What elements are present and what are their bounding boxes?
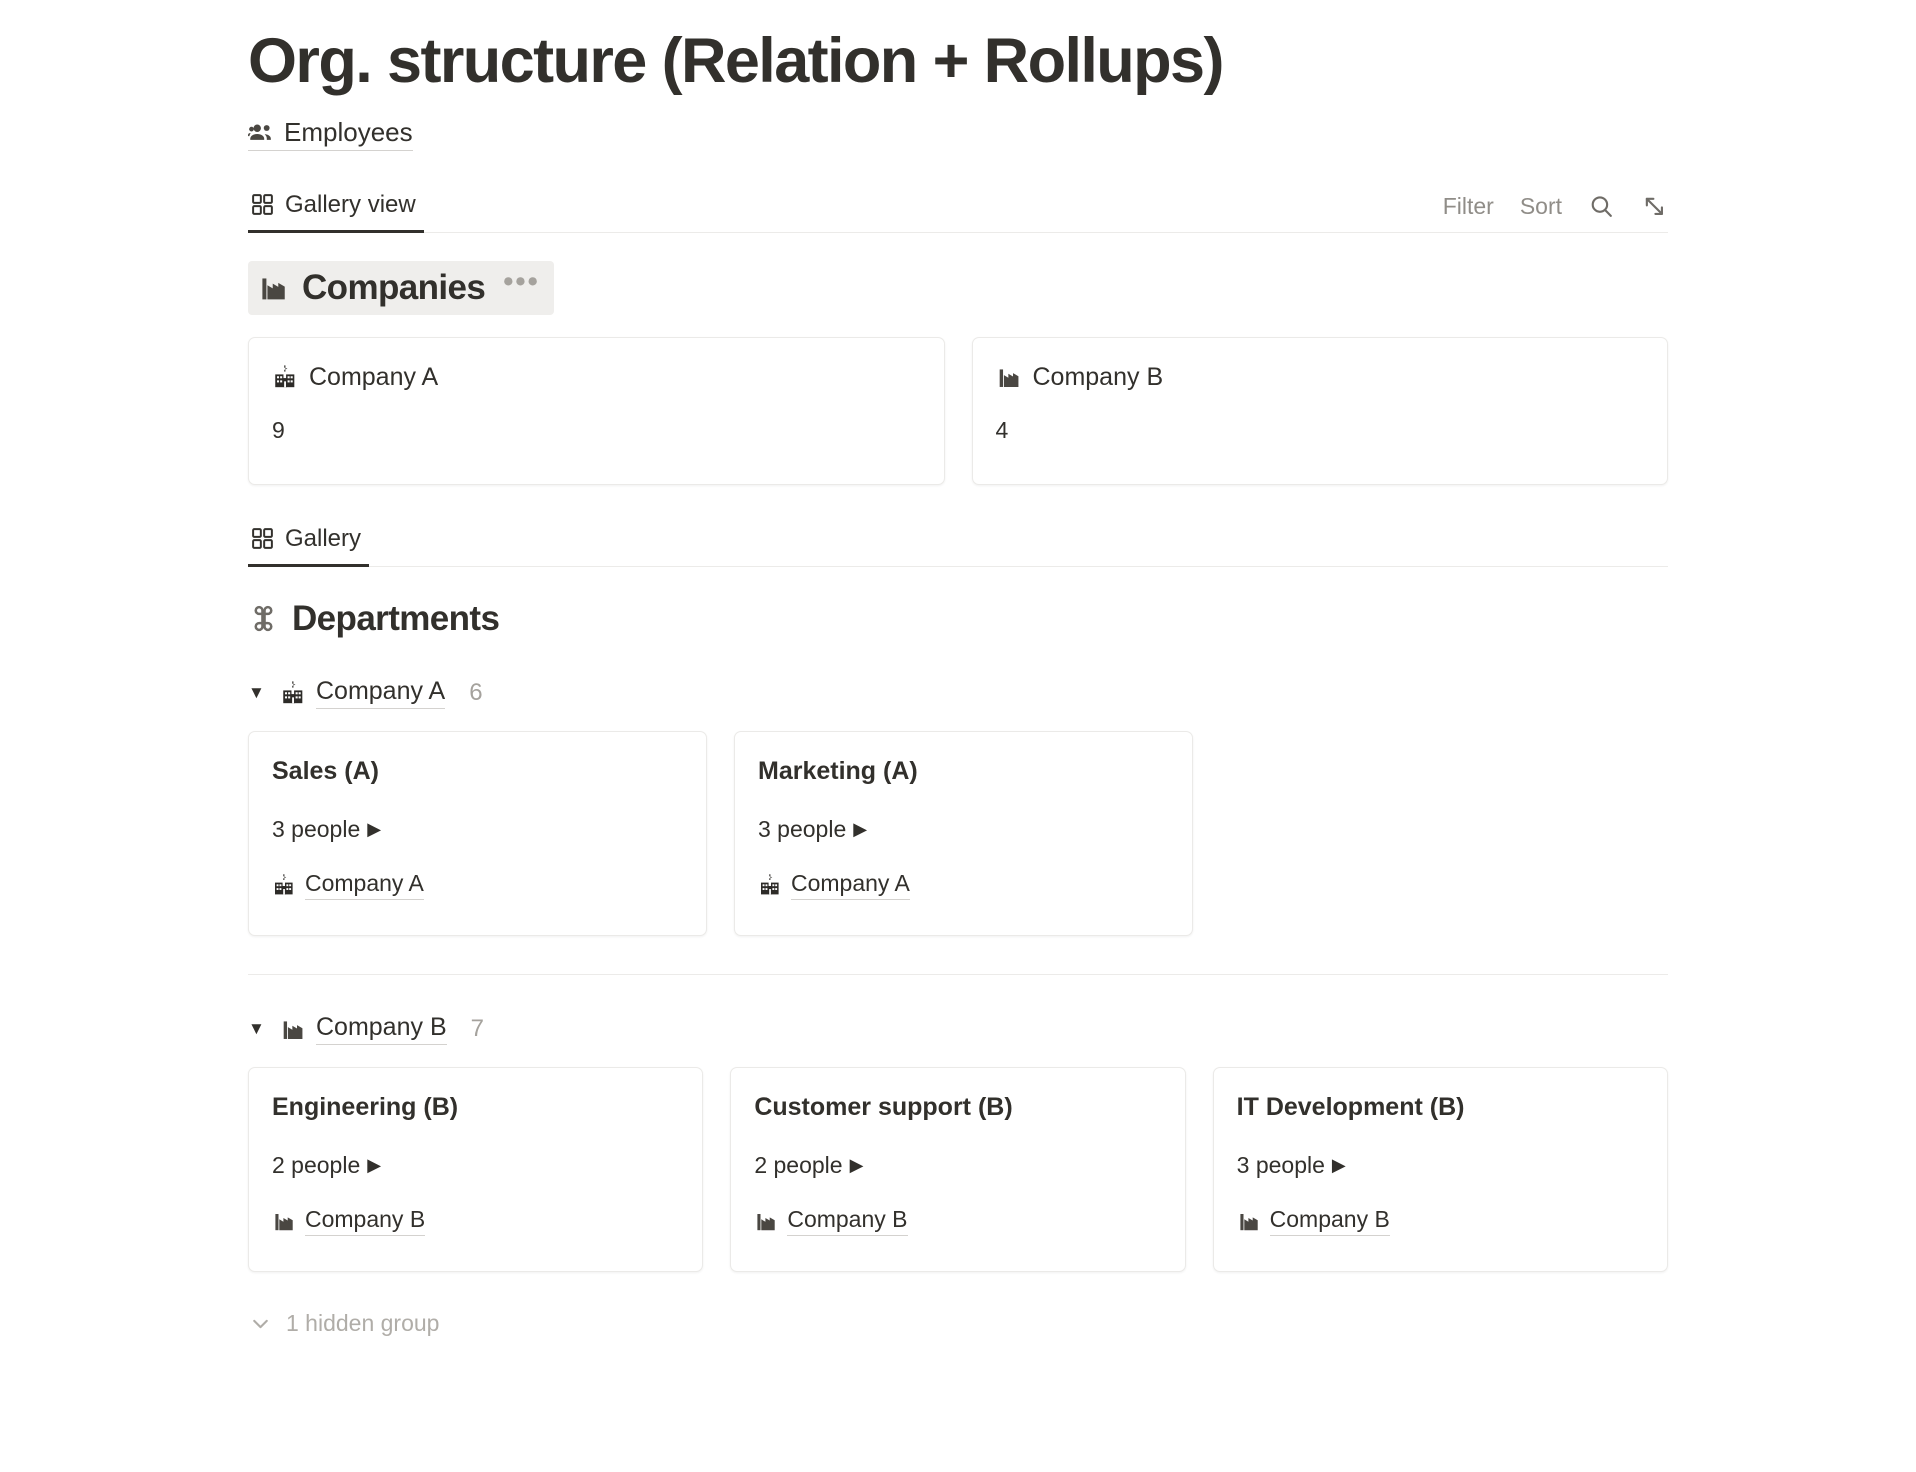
department-relation-chip[interactable]: Company A [758, 870, 910, 900]
tab-gallery-view[interactable]: Gallery view [248, 190, 424, 234]
department-card[interactable]: IT Development (B) 3 people ▶ Company B [1212, 1066, 1668, 1272]
hidden-group-toggle[interactable]: 1 hidden group [248, 1310, 1668, 1337]
gallery-grid-icon [250, 192, 275, 217]
department-card-people: 3 people ▶ [272, 816, 681, 843]
department-card-people: 3 people ▶ [758, 816, 1167, 843]
factory-icon [280, 1016, 306, 1042]
departments-card-grid-company-a: Sales (A) 3 people ▶ [248, 730, 1668, 936]
view-tab-list: Gallery view [248, 190, 424, 234]
department-card-title: Customer support (B) [754, 1092, 1013, 1121]
department-relation-chip[interactable]: Company B [1237, 1206, 1390, 1236]
filter-button[interactable]: Filter [1442, 192, 1494, 219]
gallery-tab-list: Gallery [248, 524, 370, 568]
relation-label: Company B [305, 1206, 426, 1236]
group-name-company-a[interactable]: Company A [280, 677, 446, 709]
relation-label: Company A [305, 870, 424, 900]
department-card-title: Marketing (A) [758, 756, 918, 785]
group-label: Company A [316, 677, 446, 709]
department-card-title: Sales (A) [272, 756, 379, 785]
gallery-grid-icon [250, 526, 275, 551]
departments-card-grid-company-b: Engineering (B) 2 people ▶ Company B Cus… [248, 1066, 1668, 1272]
companies-collection-header[interactable]: Companies ••• [248, 260, 554, 315]
company-card[interactable]: Company B 4 [971, 336, 1668, 485]
sort-button[interactable]: Sort [1519, 192, 1562, 219]
relation-label: Company A [791, 870, 910, 900]
tab-gallery-label: Gallery [285, 524, 362, 552]
department-card-people: 2 people ▶ [754, 1152, 1159, 1179]
school-building-icon [272, 873, 296, 897]
command-icon [248, 603, 279, 634]
department-relation-chip[interactable]: Company B [754, 1206, 908, 1236]
departments-section-title: Departments [292, 598, 500, 638]
company-card-title: Company B [1032, 362, 1164, 391]
company-card-title-row: Company A [272, 363, 919, 392]
group-header-company-b[interactable]: ▼ Company B 7 [248, 1013, 1668, 1045]
group-divider [248, 973, 1668, 975]
school-building-icon [758, 873, 782, 897]
factory-icon [272, 1209, 296, 1233]
play-triangle-icon: ▶ [849, 1155, 864, 1176]
department-card[interactable]: Marketing (A) 3 people ▶ [734, 730, 1193, 936]
employees-database-mention[interactable]: Employees [248, 119, 413, 151]
group-count: 7 [470, 1014, 484, 1042]
play-triangle-icon: ▶ [1331, 1155, 1346, 1176]
group-header-company-a[interactable]: ▼ Company A [248, 677, 1668, 709]
department-people-count: 2 people [272, 1151, 361, 1178]
school-building-icon [272, 364, 298, 390]
expand-diagonal-icon[interactable] [1641, 193, 1668, 220]
company-card[interactable]: Company A 9 [248, 336, 945, 485]
relation-label: Company B [1269, 1206, 1390, 1236]
factory-icon [754, 1209, 778, 1233]
group-label: Company B [316, 1013, 447, 1045]
play-triangle-icon: ▶ [853, 819, 868, 840]
department-card[interactable]: Engineering (B) 2 people ▶ Company B [248, 1066, 704, 1272]
company-card-title-row: Company B [996, 363, 1643, 392]
companies-more-options-icon[interactable]: ••• [503, 265, 540, 298]
companies-card-grid: Company A 9 Company B 4 [248, 336, 1668, 485]
chevron-down-icon [248, 1311, 273, 1336]
companies-collection-title: Companies [302, 267, 486, 307]
factory-icon [1237, 1209, 1261, 1233]
company-card-value: 9 [272, 416, 285, 443]
department-card-title: Engineering (B) [272, 1092, 459, 1121]
gallery-view-toolbar: Gallery [248, 515, 1668, 568]
department-people-count: 2 people [754, 1151, 843, 1178]
department-people-count: 3 people [758, 815, 847, 842]
group-toggle-icon[interactable]: ▼ [248, 683, 265, 703]
relation-label: Company B [787, 1206, 908, 1236]
department-card-title: IT Development (B) [1236, 1092, 1465, 1121]
departments-section-heading: Departments [248, 599, 1668, 639]
department-relation-chip[interactable]: Company B [272, 1206, 426, 1236]
department-card[interactable]: Sales (A) 3 people ▶ [248, 730, 707, 936]
department-relation-chip[interactable]: Company A [272, 870, 424, 900]
hidden-group-label: 1 hidden group [286, 1309, 440, 1336]
page-root: Org. structure (Relation + Rollups) Empl… [248, 26, 1668, 1337]
play-triangle-icon: ▶ [367, 1155, 382, 1176]
play-triangle-icon: ▶ [367, 819, 382, 840]
department-card[interactable]: Customer support (B) 2 people ▶ Company … [730, 1066, 1186, 1272]
factory-icon [258, 272, 289, 303]
company-card-title: Company A [309, 362, 439, 391]
employees-mention-label: Employees [284, 117, 413, 148]
department-card-people: 3 people ▶ [1237, 1152, 1642, 1179]
view-toolbar: Gallery view Filter Sort [248, 181, 1668, 234]
department-people-count: 3 people [1236, 1151, 1325, 1178]
group-name-company-b[interactable]: Company B [280, 1013, 447, 1045]
tab-gallery[interactable]: Gallery [248, 524, 370, 568]
toolbar-actions: Filter Sort [1443, 193, 1668, 232]
company-card-value: 4 [995, 416, 1009, 443]
people-group-icon [248, 119, 275, 146]
tab-gallery-view-label: Gallery view [285, 190, 416, 218]
page-title: Org. structure (Relation + Rollups) [248, 26, 1224, 96]
department-card-people: 2 people ▶ [272, 1152, 677, 1179]
group-count: 6 [469, 678, 483, 706]
school-building-icon [280, 680, 306, 706]
search-icon[interactable] [1588, 193, 1615, 220]
department-people-count: 3 people [272, 815, 361, 842]
factory-icon [996, 364, 1022, 390]
group-toggle-icon[interactable]: ▼ [248, 1019, 265, 1039]
